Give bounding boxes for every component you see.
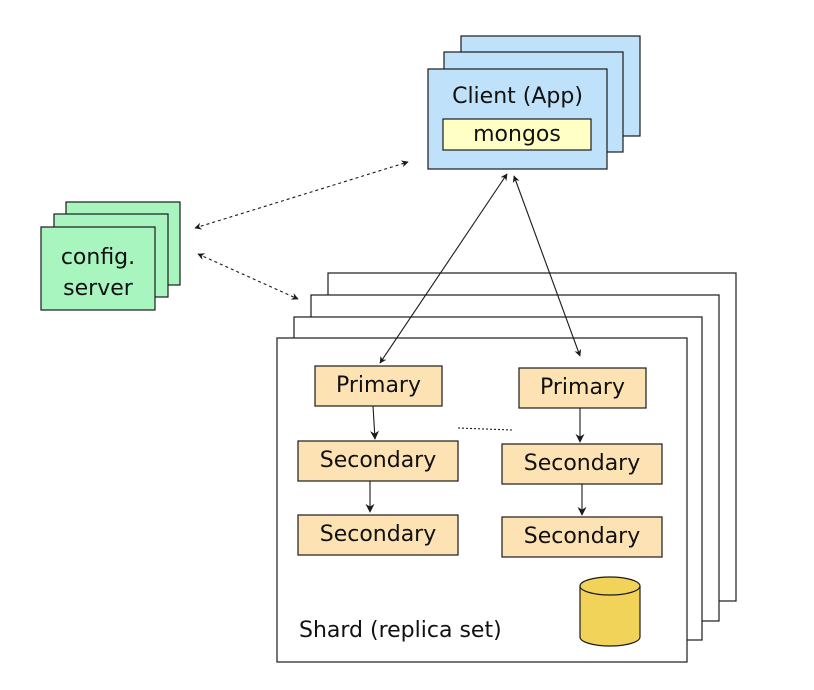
replica-set-link-dashed [457,427,513,431]
primary-node-left [314,365,443,407]
secondary-node-left-2 [297,514,459,556]
config-server-label-line1: config. [60,245,136,270]
client-label: Client (App) [452,84,583,109]
secondary-right-2-label: Secondary [523,524,641,549]
config-to-client-dashed-arrow [194,160,409,230]
client-stack [427,35,641,170]
mongos-router-box [442,118,592,151]
client-to-primary-left-arrow [379,173,508,364]
secondary-left-1-label: Secondary [319,448,437,473]
mongos-label: mongos [473,122,561,147]
primary-left-label: Primary [335,373,421,398]
config-server-label-line2: server [63,276,133,301]
secondary-node-right-1 [501,443,663,485]
secondary-left-2-label: Secondary [319,522,437,547]
config-server-stack [40,201,181,311]
config-to-shard-dashed-arrow [197,253,299,300]
secondary-node-left-1 [297,440,459,482]
client-to-primary-right-arrow [512,175,582,357]
secondary-node-right-2 [501,516,663,558]
primary-right-label: Primary [539,375,625,400]
primary-node-right [518,367,647,409]
secondary-right-1-label: Secondary [523,451,641,476]
config-card [40,226,156,311]
replication-arrow-left-1 [370,405,380,440]
connections [194,160,582,364]
replica-members [297,365,663,558]
database-cylinder-icon [579,576,641,647]
shard-caption: Shard (replica set) [299,618,502,643]
replication-arrows [365,405,587,516]
